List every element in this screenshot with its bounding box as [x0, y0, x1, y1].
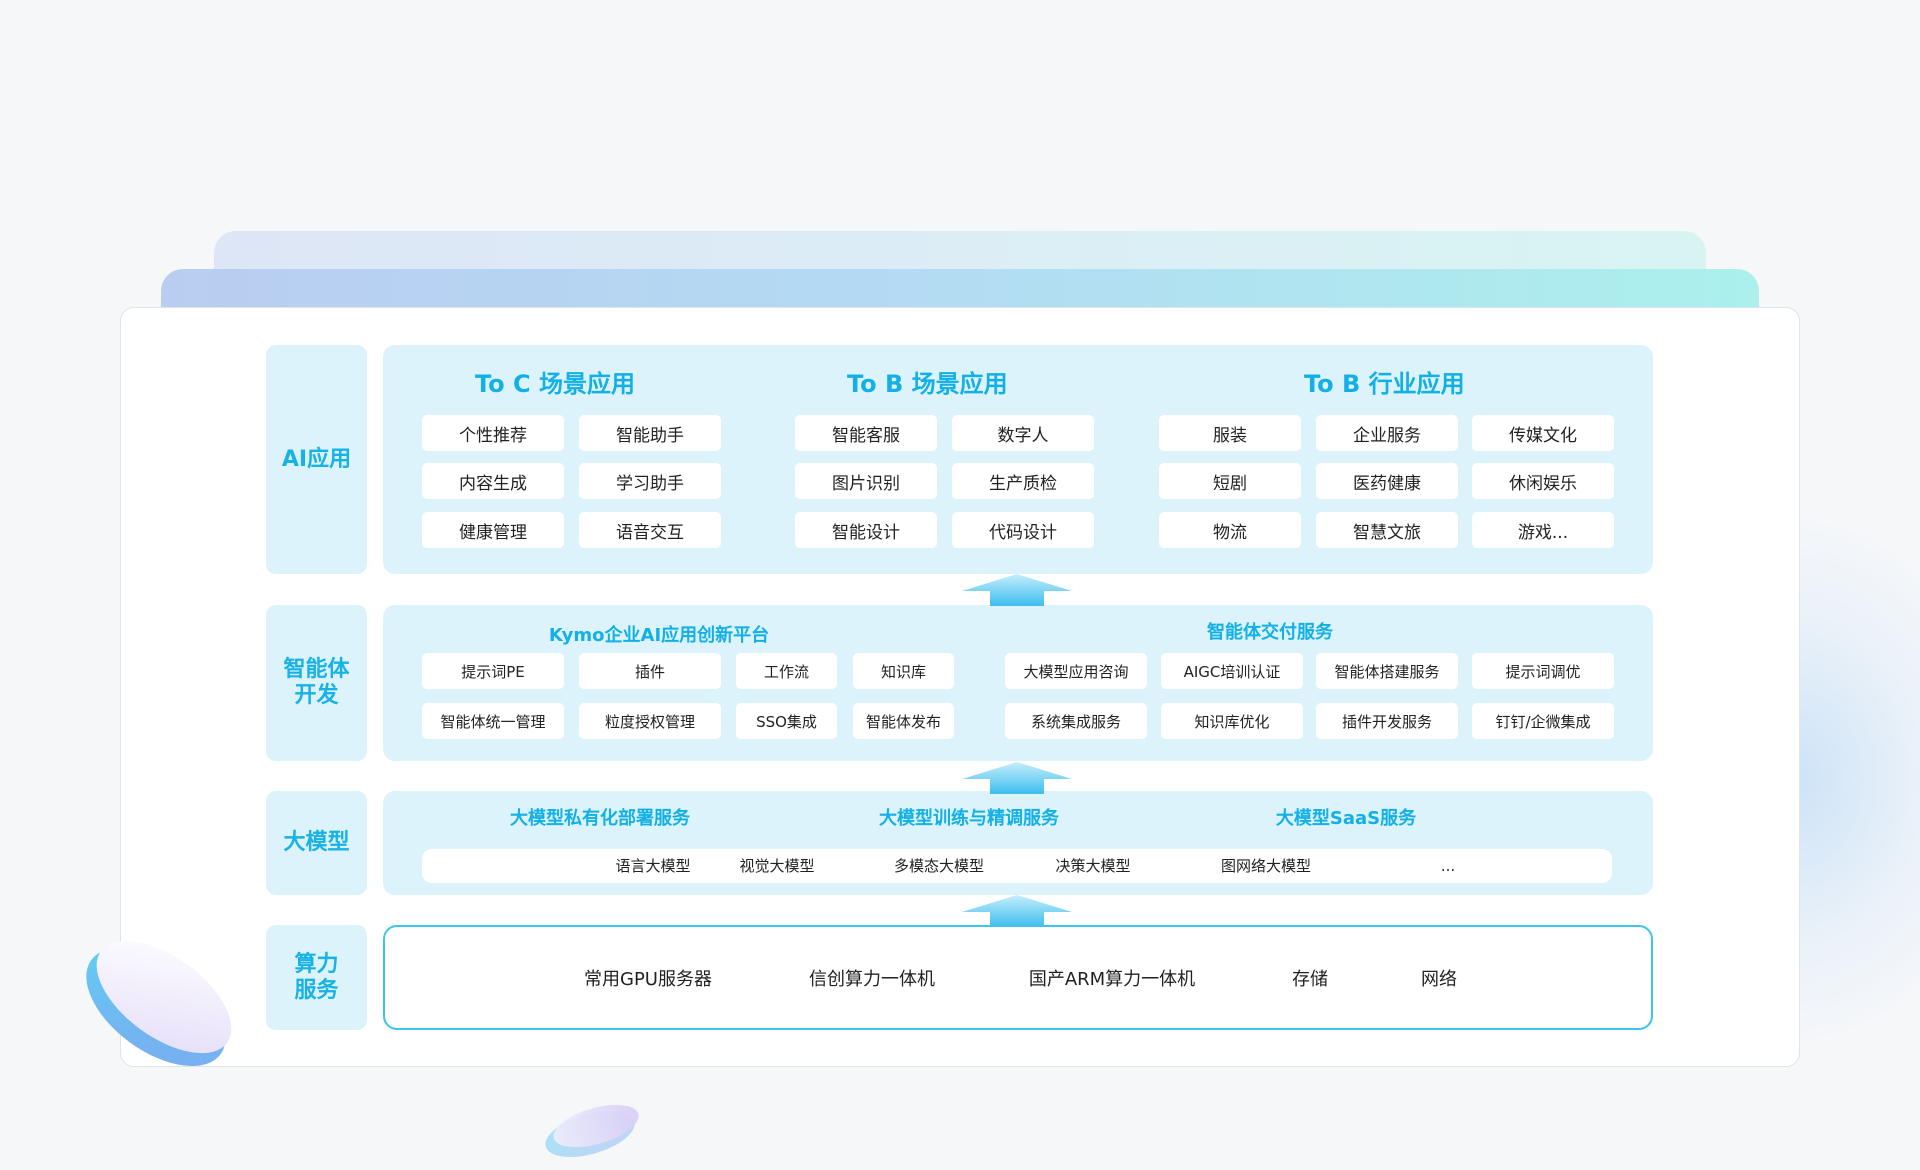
app-tag: 个性推荐 [422, 415, 564, 451]
app-tag: 企业服务 [1316, 415, 1458, 451]
app-tag: 医药健康 [1316, 463, 1458, 499]
agent-tag: 工作流 [736, 653, 837, 689]
app-tag: 游戏... [1472, 512, 1614, 548]
model-item: 决策大模型 [1055, 857, 1131, 875]
compute-item: 网络 [1421, 969, 1457, 990]
compute-item: 存储 [1292, 969, 1328, 990]
compute-item: 常用GPU服务器 [584, 969, 712, 990]
agent-tag: 粒度授权管理 [579, 703, 721, 739]
model-service-title: 大模型训练与精调服务 [879, 808, 1059, 829]
model-list-bar: 语言大模型 视觉大模型 多模态大模型 决策大模型 图网络大模型 ... [422, 849, 1612, 883]
layer-label-agent: 智能体 开发 [266, 605, 367, 761]
to-b-scene-title: To B 场景应用 [847, 370, 1008, 398]
agent-tag: 插件 [579, 653, 721, 689]
to-c-title: To C 场景应用 [475, 370, 635, 398]
model-item: 多模态大模型 [893, 857, 985, 875]
agent-tag: 提示词PE [422, 653, 564, 689]
app-tag: 服装 [1159, 415, 1301, 451]
platform-title: Kymo企业AI应用创新平台 [548, 625, 770, 646]
app-tag: 智能助手 [579, 415, 721, 451]
model-item: 语言大模型 [615, 857, 691, 875]
app-tag: 智慧文旅 [1316, 512, 1458, 548]
app-tag: 图片识别 [795, 463, 937, 499]
model-item: 图网络大模型 [1220, 857, 1312, 875]
app-tag: 语音交互 [579, 512, 721, 548]
compute-item: 信创算力一体机 [809, 969, 935, 990]
compute-panel: 常用GPU服务器 信创算力一体机 国产ARM算力一体机 存储 网络 [383, 925, 1653, 1030]
agent-tag: 知识库 [853, 653, 954, 689]
app-tag: 内容生成 [422, 463, 564, 499]
agent-tag: 智能体搭建服务 [1316, 653, 1458, 689]
app-tag: 智能客服 [795, 415, 937, 451]
app-tag: 智能设计 [795, 512, 937, 548]
up-arrow-icon [962, 762, 1072, 794]
ai-app-panel: To C 场景应用 To B 场景应用 To B 行业应用 个性推荐 智能助手 … [383, 345, 1653, 574]
compute-item: 国产ARM算力一体机 [1028, 969, 1196, 990]
layer-label-ai-app: AI应用 [266, 345, 367, 574]
agent-tag: 插件开发服务 [1316, 703, 1458, 739]
delivery-title: 智能体交付服务 [1207, 622, 1333, 643]
model-item: ... [1440, 857, 1456, 875]
app-tag: 健康管理 [422, 512, 564, 548]
model-service-title: 大模型私有化部署服务 [510, 808, 690, 829]
agent-panel: Kymo企业AI应用创新平台 智能体交付服务 提示词PE 插件 工作流 知识库 … [383, 605, 1653, 761]
agent-tag: SSO集成 [736, 703, 837, 739]
agent-tag: 钉钉/企微集成 [1472, 703, 1614, 739]
up-arrow-icon [962, 895, 1072, 927]
agent-tag: 大模型应用咨询 [1005, 653, 1147, 689]
model-item: 视觉大模型 [739, 857, 815, 875]
model-panel: 大模型私有化部署服务 大模型训练与精调服务 大模型SaaS服务 语言大模型 视觉… [383, 791, 1653, 895]
agent-tag: 智能体发布 [853, 703, 954, 739]
agent-tag: AIGC培训认证 [1161, 653, 1303, 689]
app-tag: 生产质检 [952, 463, 1094, 499]
app-tag: 休闲娱乐 [1472, 463, 1614, 499]
decorative-disc-icon [545, 1104, 639, 1158]
agent-tag: 智能体统一管理 [422, 703, 564, 739]
agent-tag: 系统集成服务 [1005, 703, 1147, 739]
app-tag: 学习助手 [579, 463, 721, 499]
up-arrow-icon [962, 574, 1072, 606]
to-b-industry-title: To B 行业应用 [1304, 370, 1465, 398]
agent-tag: 提示词调优 [1472, 653, 1614, 689]
agent-tag: 知识库优化 [1161, 703, 1303, 739]
app-tag: 代码设计 [952, 512, 1094, 548]
app-tag: 短剧 [1159, 463, 1301, 499]
app-tag: 物流 [1159, 512, 1301, 548]
app-tag: 数字人 [952, 415, 1094, 451]
layer-label-model: 大模型 [266, 791, 367, 895]
app-tag: 传媒文化 [1472, 415, 1614, 451]
decorative-disc-icon [86, 940, 232, 1066]
model-service-title: 大模型SaaS服务 [1275, 808, 1417, 829]
layer-label-compute: 算力 服务 [266, 925, 367, 1030]
